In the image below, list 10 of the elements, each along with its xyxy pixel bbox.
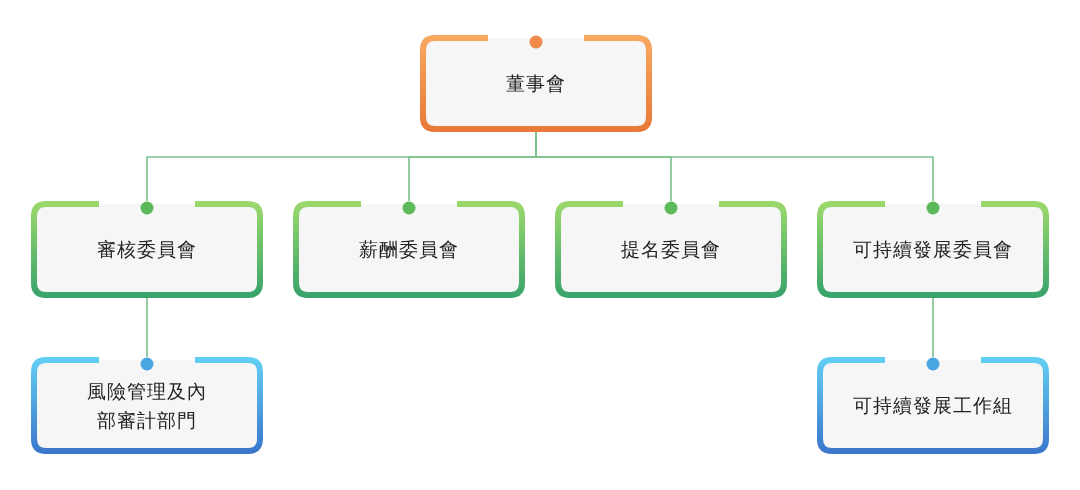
- unit-name: 董事會: [506, 71, 566, 97]
- unit-name: 風險管理及內部審計部門: [86, 379, 208, 433]
- connector-line: [146, 297, 148, 358]
- connector-line: [535, 131, 934, 202]
- unit-name: 可持續發展工作組: [853, 393, 1013, 419]
- unit-name: 薪酬委員會: [359, 237, 459, 263]
- unit-name: 提名委員會: [621, 237, 721, 263]
- unit-name: 可持續發展委員會: [853, 237, 1013, 263]
- unit-name: 審核委員會: [97, 237, 197, 263]
- connector-line: [932, 297, 934, 358]
